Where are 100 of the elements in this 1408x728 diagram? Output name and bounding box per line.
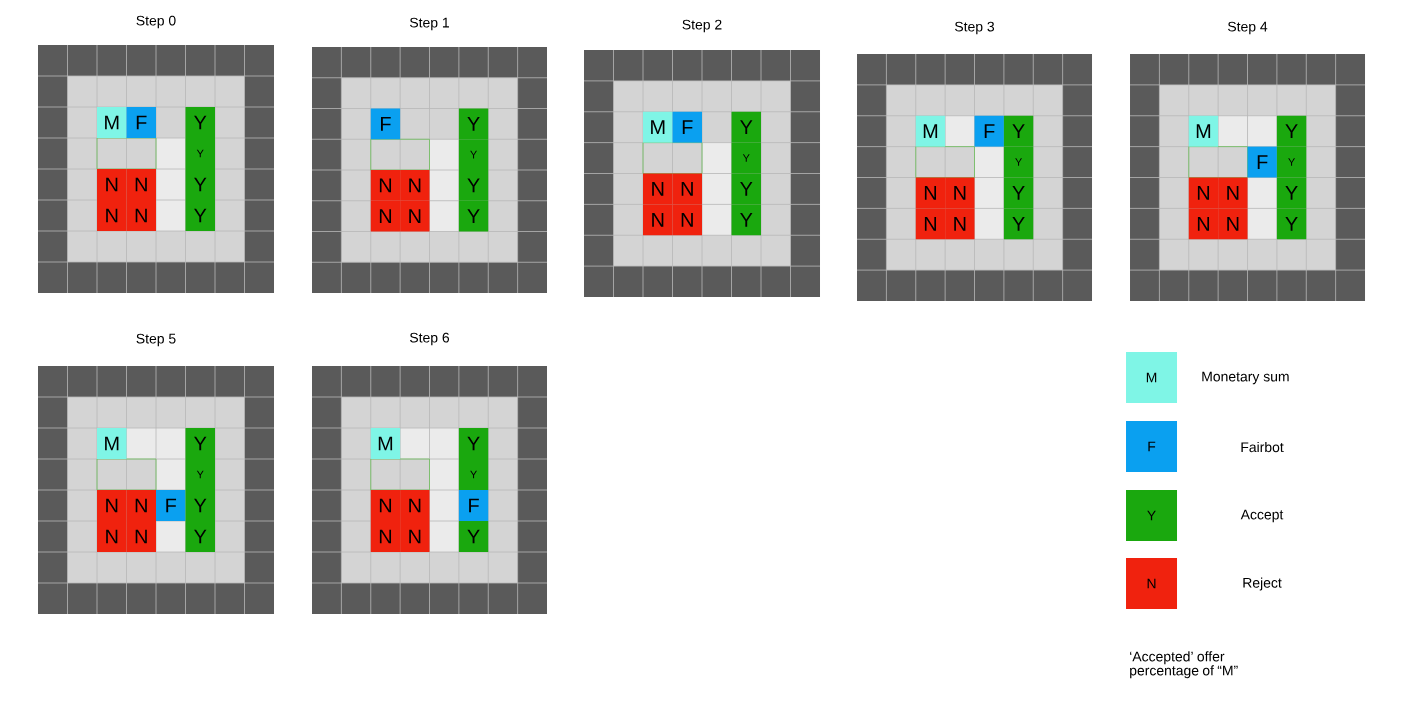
node-label: Y — [194, 208, 207, 223]
node-label: N — [681, 182, 693, 196]
node-label: N — [379, 178, 392, 193]
node-label: Y — [742, 154, 750, 162]
legend-label: Fairbot — [1241, 441, 1284, 453]
node-label: N — [106, 208, 118, 223]
legend-label: Reject — [1243, 577, 1282, 591]
grid-cell: Y — [185, 428, 215, 459]
node-label: Y — [194, 498, 207, 513]
grid-cell: N — [643, 173, 673, 205]
step-title: Step 2 — [682, 19, 722, 33]
node-label: Y — [467, 178, 480, 193]
grid-cell: F — [458, 490, 489, 521]
step-title: Step 0 — [136, 15, 176, 29]
node-label: N — [1197, 216, 1210, 231]
grid-cell: N — [400, 170, 430, 201]
node-label: N — [1227, 186, 1239, 200]
grid-cell: Y — [458, 521, 489, 552]
node-label: Y — [1015, 158, 1022, 166]
grid-cell: N — [1188, 208, 1219, 240]
node-label: Y — [1012, 186, 1025, 200]
step-title: Step 3 — [955, 21, 995, 35]
grid-cell: F — [156, 490, 186, 521]
node-label: N — [681, 212, 693, 227]
grid-cell: N — [1218, 208, 1248, 240]
grid-cell: M — [97, 428, 127, 459]
grid-cell: N — [945, 177, 975, 209]
node-label: Y — [1285, 186, 1298, 200]
node-label: N — [379, 529, 392, 544]
node-label: N — [106, 498, 118, 513]
grid-cell: N — [672, 204, 702, 236]
grid-cell: Y — [185, 107, 215, 138]
legend-label: Accept — [1240, 509, 1284, 523]
node-label: N — [409, 178, 421, 193]
node-label: Y — [194, 436, 207, 451]
grid-cell: N — [672, 173, 702, 205]
node-label: N — [135, 529, 147, 544]
node-label: Y — [467, 436, 480, 451]
node-label: N — [924, 186, 937, 200]
node-label: Y — [1285, 216, 1298, 231]
grid-cell: Y — [185, 200, 215, 231]
node-label: Y — [1012, 124, 1025, 139]
grid-cell: Y — [458, 170, 489, 201]
grid-cell: Y — [731, 204, 761, 236]
grid-cell: Y — [185, 490, 215, 521]
grid-cell: Y — [458, 428, 489, 459]
node-label: N — [652, 182, 664, 196]
grid-cell: N — [370, 170, 401, 201]
note-text: ‘Accepted’ offer percentage of “M” — [1130, 651, 1238, 679]
node-label: Y — [1012, 216, 1025, 231]
node-label: N — [135, 208, 147, 223]
grid-cell: N — [370, 521, 401, 552]
node-label: Y — [196, 149, 204, 158]
node-label: N — [409, 498, 421, 513]
grid-cell: N — [915, 208, 946, 240]
grid-cell: N — [126, 200, 156, 231]
grid-cell: N — [126, 521, 156, 552]
step-title: Step 1 — [410, 17, 449, 31]
grid-cell: Y — [185, 169, 215, 200]
node-label: Y — [740, 182, 753, 196]
node-label: Y — [194, 177, 207, 192]
node-label: N — [409, 209, 421, 223]
grid-cell: M — [370, 428, 401, 459]
node-label: N — [954, 186, 966, 200]
grid-cell: Y — [458, 139, 489, 170]
grid-cell: N — [945, 208, 975, 240]
node-label: N — [135, 498, 147, 513]
node-label: Y — [470, 470, 477, 479]
node-label: N — [652, 212, 664, 227]
node-label: Y — [467, 117, 480, 131]
node-label: Y — [1288, 158, 1295, 166]
node-label: N — [135, 177, 147, 192]
step-title: Step 4 — [1228, 21, 1268, 35]
grid-cell: N — [400, 521, 430, 552]
node-label: Y — [1285, 124, 1298, 139]
grid-cell: N — [97, 490, 127, 521]
node-label: N — [379, 209, 392, 223]
grid-cell: N — [643, 204, 673, 236]
node-label: N — [106, 529, 118, 544]
node-label: N — [1197, 186, 1210, 200]
node-label: Y — [467, 209, 480, 223]
node-label: N — [409, 529, 421, 544]
node-label: Y — [740, 120, 753, 135]
node-label: Y — [194, 115, 207, 130]
legend-label: Monetary sum — [1202, 371, 1289, 385]
node-label: Y — [194, 529, 207, 544]
grid-cell: N — [400, 200, 430, 232]
grid-cell: Y — [185, 459, 215, 490]
node-label: N — [106, 177, 118, 192]
grid-cell: M — [643, 111, 673, 143]
grid-cell: N — [126, 490, 156, 521]
grid-cell: N — [97, 200, 127, 231]
grid-cell: N — [97, 169, 127, 200]
grid-cell: N — [97, 521, 127, 552]
step-title: Step 5 — [136, 333, 176, 347]
node-label: N — [924, 216, 937, 231]
grid-cell: Y — [185, 521, 215, 552]
grid-cell: N — [126, 169, 156, 200]
node-label: N — [954, 216, 966, 231]
step-title: Step 6 — [410, 332, 450, 346]
